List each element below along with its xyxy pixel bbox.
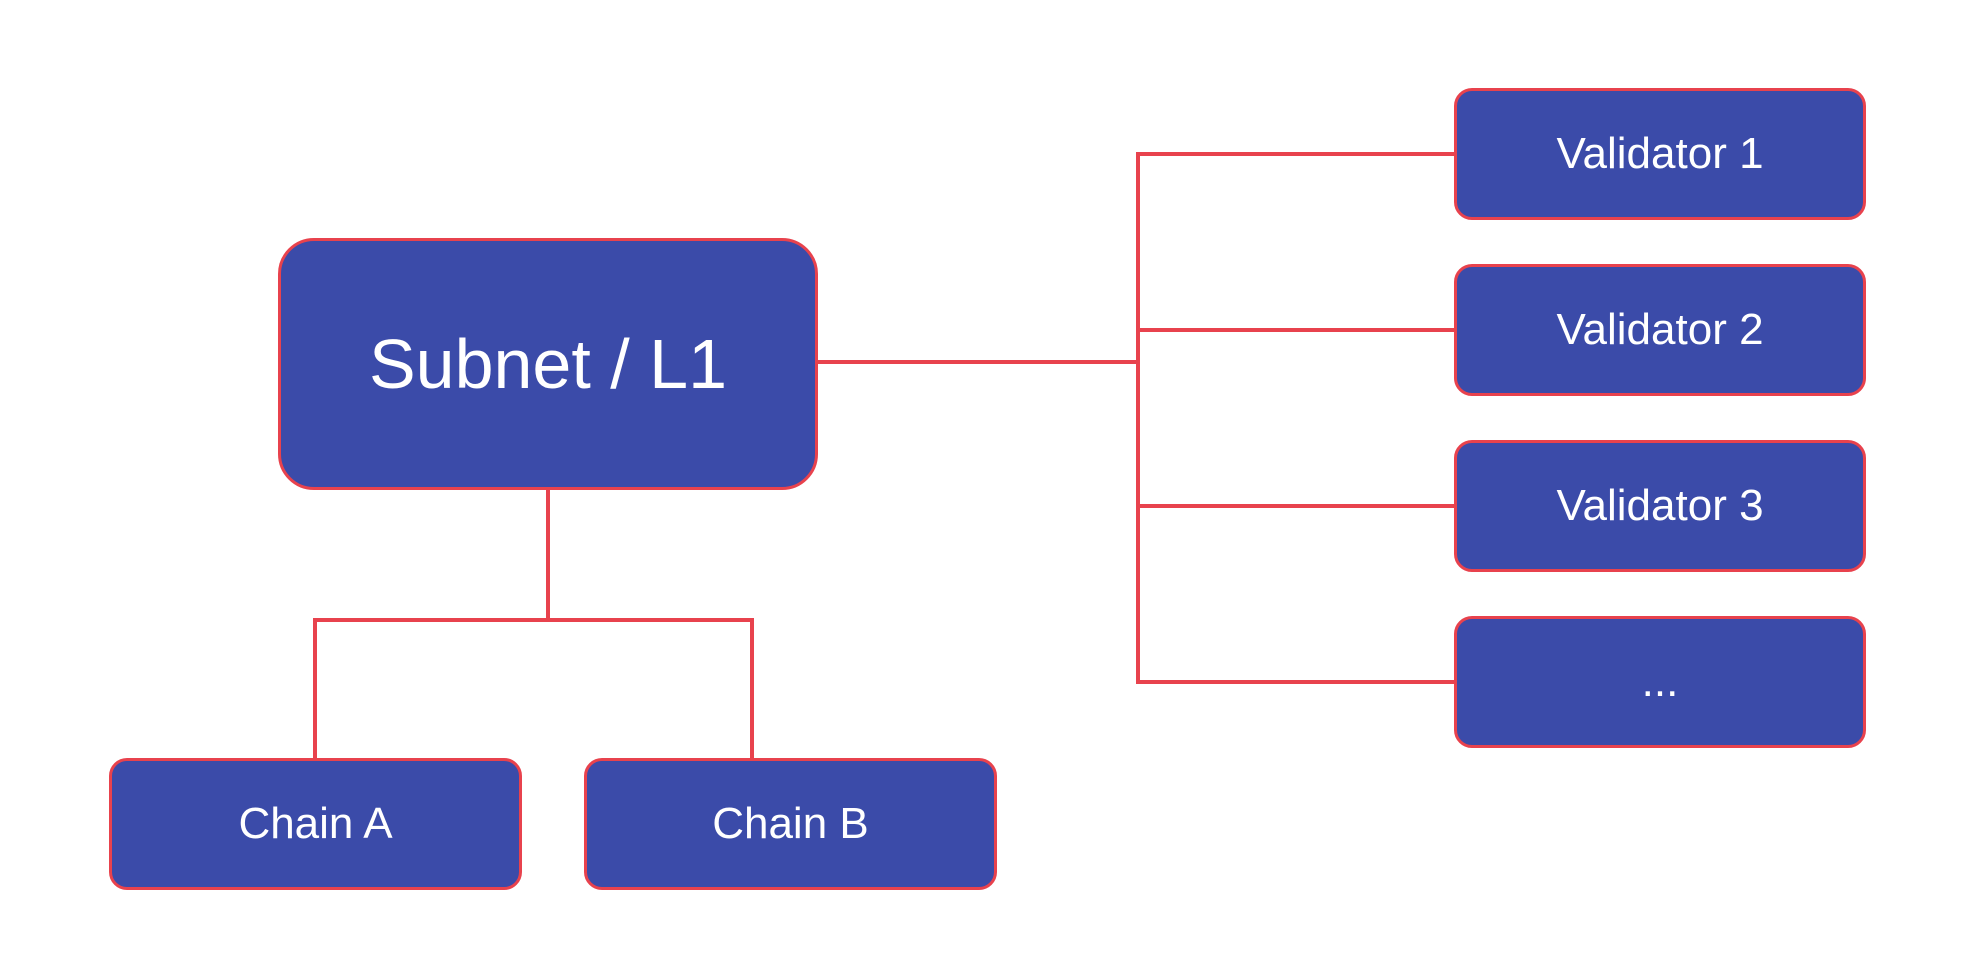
node-validator-3-label: Validator 3: [1556, 480, 1764, 530]
node-chain-a: Chain A: [109, 758, 522, 890]
node-validator-2-label: Validator 2: [1556, 304, 1764, 354]
connector-branch-validator-1: [1138, 152, 1454, 156]
connector-chains-bar: [313, 618, 754, 622]
node-validator-1-label: Validator 1: [1556, 128, 1764, 178]
connector-chain-b-drop: [750, 618, 754, 758]
node-subnet-l1-label: Subnet / L1: [368, 325, 728, 403]
connector-subnet-drop: [546, 490, 550, 622]
connector-validator-trunk: [1136, 152, 1140, 684]
connector-branch-validator-2: [1138, 328, 1454, 332]
node-validator-more-label: ...: [1641, 656, 1679, 706]
node-chain-b: Chain B: [584, 758, 997, 890]
node-validator-3: Validator 3: [1454, 440, 1866, 572]
connector-subnet-to-trunk: [818, 360, 1140, 364]
connector-branch-validator-3: [1138, 504, 1454, 508]
node-validator-2: Validator 2: [1454, 264, 1866, 396]
node-validator-1: Validator 1: [1454, 88, 1866, 220]
connector-chain-a-drop: [313, 618, 317, 758]
connector-branch-more: [1138, 680, 1454, 684]
node-validator-more: ...: [1454, 616, 1866, 748]
node-chain-a-label: Chain A: [238, 798, 393, 848]
node-subnet-l1: Subnet / L1: [278, 238, 818, 490]
node-chain-b-label: Chain B: [712, 798, 869, 848]
